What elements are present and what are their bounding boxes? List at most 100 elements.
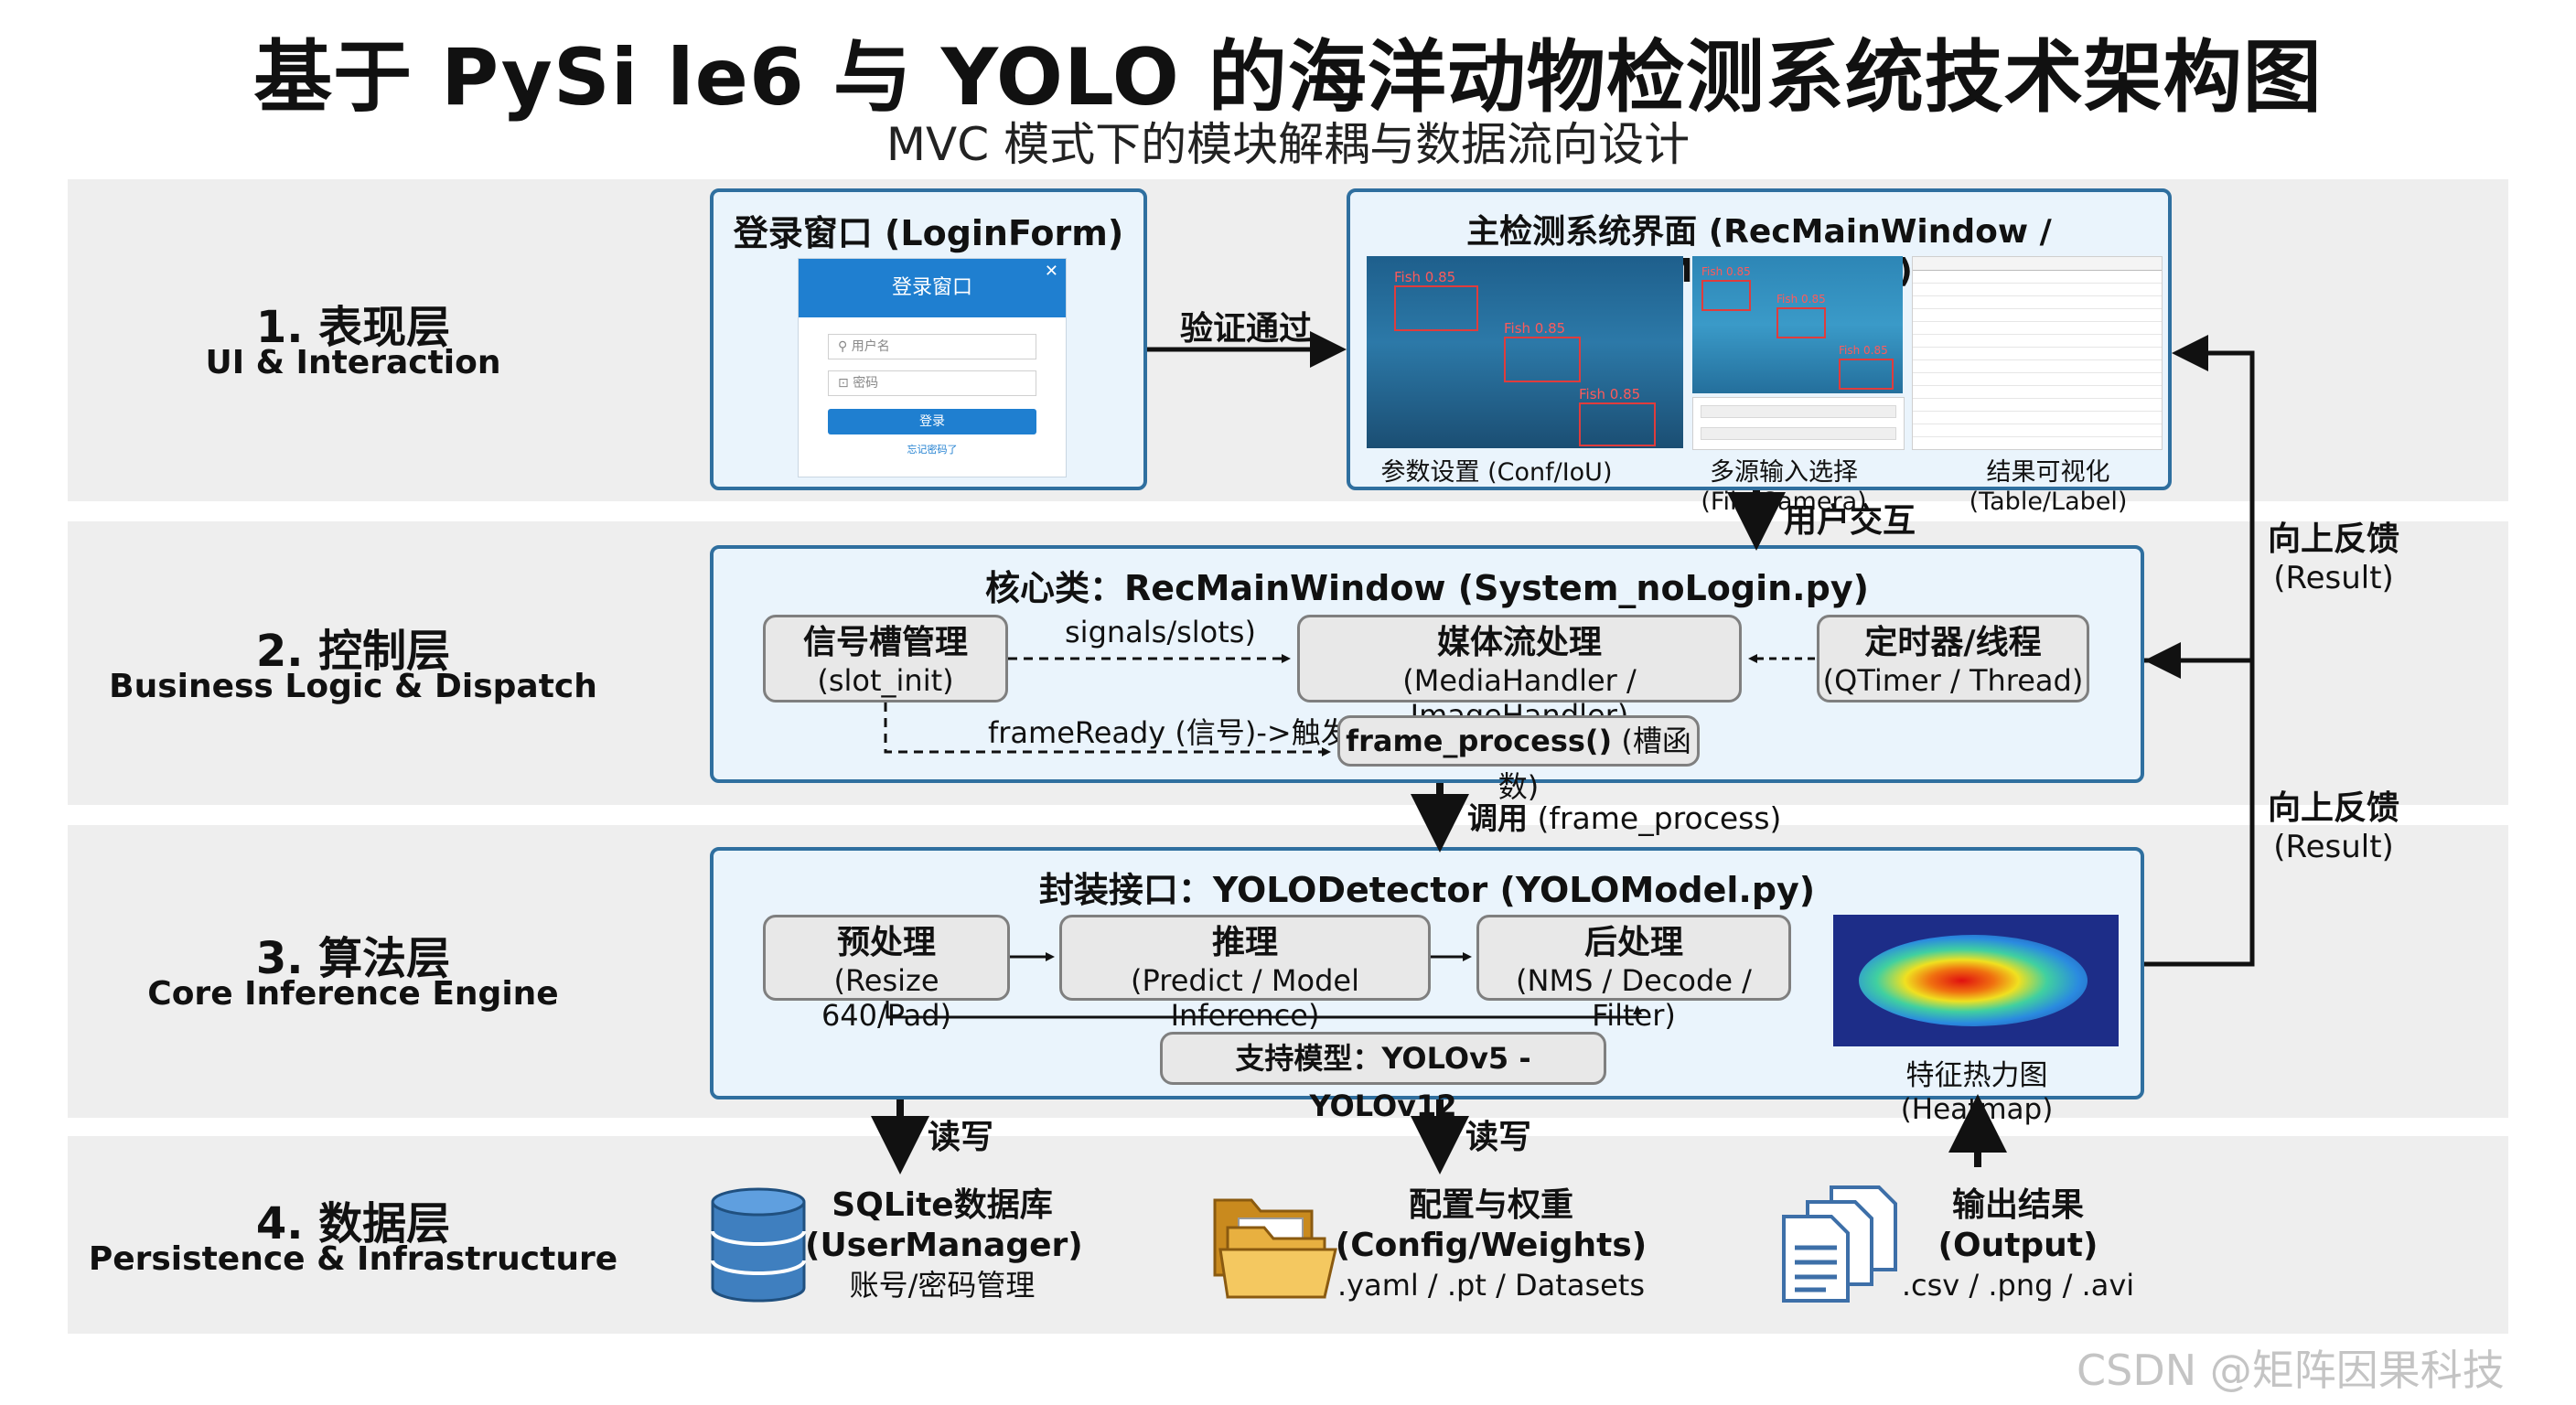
detection-box [1701,280,1751,311]
frame-process-desc: (槽函数) [1497,724,1691,804]
output-sub: (Output) [1937,1227,2098,1264]
algorithm-panel-title: 封装接口：YOLODetector (YOLOModel.py) [1038,870,1816,910]
detection-label: Fish 0.85 [1394,269,1456,285]
source-select[interactable] [1701,427,1896,440]
read-write-label-2: 读写 [1465,1119,1532,1156]
database-icon [708,1185,809,1304]
output-block: 输出结果 (Output) .csv / .png / .avi [1890,1185,2146,1304]
detection-box [1579,402,1656,446]
conf-slider[interactable] [1701,405,1896,418]
forgot-password-link[interactable]: 忘记密码了 [907,444,958,456]
watermark: CSDN @矩阵因果科技 [2077,1346,2505,1395]
username-placeholder: 用户名 [851,339,890,354]
user-interaction-label: 用户交互 [1784,502,1916,540]
arrow-pre-post [886,1001,1642,1019]
detection-label: Fish 0.85 [1579,386,1641,402]
arrow-frame-ready [884,702,1331,756]
main-window-panel: 主检测系统界面 (RecMainWindow / Ui_MainWindow) … [1347,188,2172,516]
caption-params: 参数设置 (Conf/IoU) [1380,458,1613,487]
fish-heatmap-blob [1859,935,2088,1026]
detection-image-right: Fish 0.85 Fish 0.85 Fish 0.85 [1692,256,1903,393]
arrow-feedback-2 [2144,642,2255,967]
config-sub: (Config/Weights) [1335,1227,1648,1264]
feedback-1: 向上反馈 (Result) [2238,512,2430,596]
sqlite-sub: (UserManager) [805,1227,1083,1264]
frame-process-box: frame_process() (槽函数) [1337,715,1700,804]
inference-sub: (Predict / Model Inference) [1131,963,1359,1033]
signal-slot-title: 信号槽管理 [802,624,968,661]
layer-4-subtitle: Persistence & Infrastructure [88,1240,618,1278]
detection-label: Fish 0.85 [1776,293,1826,306]
lock-icon: ⊡ [838,376,853,391]
config-desc: .yaml / .pt / Datasets [1336,1268,1646,1303]
sqlite-desc: 账号/密码管理 [849,1268,1036,1303]
config-block: 配置与权重 (Config/Weights) .yaml / .pt / Dat… [1326,1185,1656,1304]
login-window-mock: 登录窗口 ✕ ⚲ 用户名 ⊡ 密码 登录 忘记密码了 [798,258,1067,477]
detection-image-left: Fish 0.85 Fish 0.85 Fish 0.85 [1367,256,1683,448]
detection-label: Fish 0.85 [1504,320,1566,337]
inference-box: 推理 (Predict / Model Inference) [1059,915,1431,1033]
arrow-feedback-1 [2144,335,2255,663]
user-icon: ⚲ [838,339,852,354]
detection-label: Fish 0.85 [1839,344,1888,357]
config-title: 配置与权重 [1408,1186,1573,1224]
sqlite-block: SQLite数据库 (UserManager) 账号/密码管理 [805,1185,1083,1304]
table-rows [1913,271,2162,446]
frame-process-name: frame_process() [1346,724,1613,758]
detection-box [1504,337,1581,382]
caption-results: 结果可视化 (Table/Label) [1969,458,2128,516]
postprocess-sub: (NMS / Decode / Filter) [1516,963,1752,1033]
feedback-1-title: 向上反馈 [2267,520,2399,558]
signals-slots-label: signals/slots) [1065,615,1256,649]
output-title: 输出结果 [1951,1186,2084,1224]
password-input[interactable]: ⊡ 密码 [828,370,1036,396]
folder-icon [1211,1187,1339,1303]
verify-label: 验证通过 [1180,310,1313,348]
feedback-2: 向上反馈 (Result) [2238,781,2430,865]
call-label-bold: 调用 [1467,800,1528,836]
diagram-subtitle: MVC 模式下的模块解耦与数据流向设计 [886,118,1690,171]
timer-thread-sub: (QTimer / Thread) [1822,663,2084,698]
detection-box [1394,285,1478,331]
login-panel: 登录窗口 (LoginForm) 登录窗口 ✕ ⚲ 用户名 ⊡ 密码 登录 忘记… [710,188,1147,490]
frame-ready-label: frameReady (信号)->触发 [988,715,1350,750]
detection-label: Fish 0.85 [1701,265,1751,278]
table-header [1913,257,2162,271]
read-write-label-1: 读写 [928,1119,994,1156]
output-desc: .csv / .png / .avi [1901,1268,2135,1303]
password-placeholder: 密码 [853,376,879,391]
call-label-rest: (frame_process) [1537,800,1782,836]
layer-2-subtitle: Business Logic & Dispatch [109,668,597,705]
call-label: 调用 (frame_process) [1467,794,1781,838]
inference-title: 推理 [1211,924,1278,961]
login-panel-title: 登录窗口 (LoginForm) [733,213,1124,253]
settings-controls-mock [1692,397,1905,450]
login-window-title: 登录窗口 [891,276,972,299]
username-input[interactable]: ⚲ 用户名 [828,334,1036,359]
layer-3-subtitle: Core Inference Engine [147,975,559,1013]
control-panel-title: 核心类：RecMainWindow (System_noLogin.py) [985,568,1869,608]
preprocess-title: 预处理 [836,924,936,961]
layer-1-subtitle: UI & Interaction [205,344,501,381]
timer-thread-title: 定时器/线程 [1864,624,2042,661]
detection-box [1839,359,1894,390]
timer-thread-box: 定时器/线程 (QTimer / Thread) [1817,615,2089,702]
layer-3-title: 3. 算法层 [255,933,451,984]
close-icon[interactable]: ✕ [1044,262,1058,281]
feedback-1-sub: (Result) [2273,560,2394,596]
preprocess-box: 预处理 (Resize 640/Pad) [763,915,1010,1033]
layer-4-title: 4. 数据层 [255,1198,451,1249]
heatmap-image [1833,915,2119,1046]
supported-models-box: 支持模型：YOLOv5 - YOLOv12 [1160,1032,1606,1123]
results-table-mock [1912,256,2163,450]
feedback-2-title: 向上反馈 [2267,789,2399,827]
detection-box [1776,307,1826,338]
postprocess-title: 后处理 [1583,924,1683,961]
login-button[interactable]: 登录 [828,409,1036,434]
signal-slot-sub: (slot_init) [817,663,954,698]
layer-2-title: 2. 控制层 [255,626,451,677]
documents-icon [1780,1184,1899,1304]
feedback-2-sub: (Result) [2273,829,2394,865]
layer-1-title: 1. 表现层 [255,302,451,353]
